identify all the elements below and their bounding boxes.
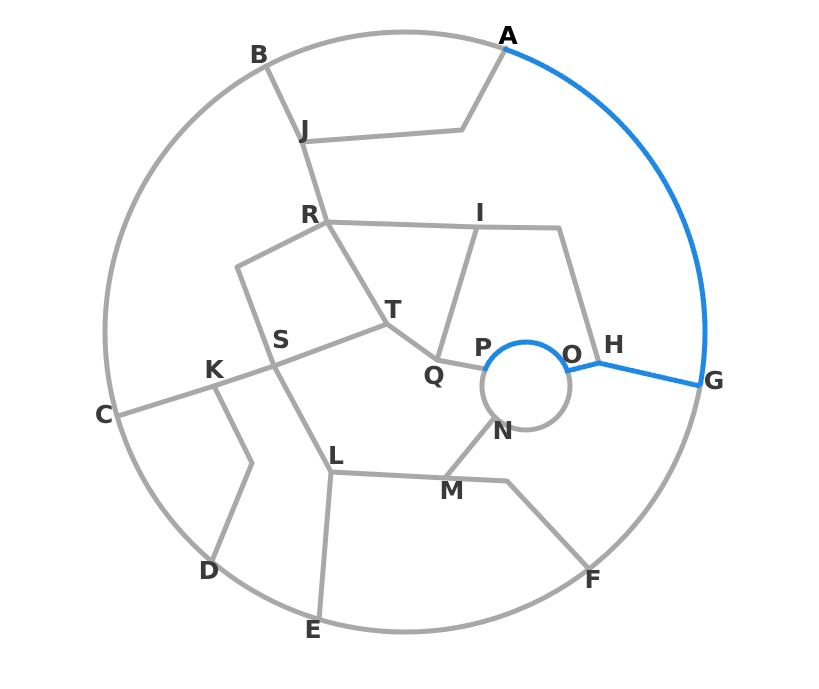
node-label-i: I <box>475 198 484 227</box>
edge-t-s <box>271 321 390 369</box>
node-label-j: J <box>298 115 309 144</box>
edge-i-h <box>474 224 602 366</box>
node-label-s: S <box>272 325 290 354</box>
node-label-b: B <box>249 40 268 69</box>
edge-k-c <box>115 383 217 419</box>
node-label-c: C <box>95 400 113 429</box>
edge-r-s <box>234 219 330 369</box>
node-label-l: L <box>328 441 344 470</box>
node-label-f: F <box>584 565 601 594</box>
edge-b-j <box>263 63 305 145</box>
edge-a-j <box>299 45 509 145</box>
node-label-r: R <box>300 200 319 229</box>
edge-r-t <box>324 219 390 327</box>
node-label-d: D <box>199 556 220 585</box>
edge-r-i <box>324 219 480 230</box>
node-label-g: G <box>704 366 725 395</box>
edges-layer <box>102 29 708 635</box>
node-label-a: A <box>498 21 518 50</box>
highlighted-path-layer <box>482 46 708 389</box>
path-edge-a-g <box>503 46 708 389</box>
edge-k-d <box>209 383 255 564</box>
edge-l-m <box>328 469 448 481</box>
labels-layer: A B C D E F G H I J K L M N O P Q R S T <box>95 21 724 644</box>
edge-t-q <box>384 321 440 363</box>
edge-s-l <box>271 363 334 475</box>
node-label-p: P <box>474 333 492 362</box>
node-label-q: Q <box>423 361 444 390</box>
path-edge-p-o-underlay <box>482 339 570 374</box>
edge-i-q <box>434 224 480 363</box>
node-label-e: E <box>304 615 321 644</box>
node-label-n: N <box>493 416 514 445</box>
edge-l-e <box>316 469 334 623</box>
node-label-k: K <box>204 355 225 384</box>
edge-m-n <box>442 414 498 481</box>
node-label-t: T <box>384 295 401 324</box>
node-label-h: H <box>604 330 625 359</box>
edge-s-k <box>211 363 277 389</box>
path-edge-p-o <box>482 339 570 374</box>
path-edge-h-g <box>596 360 703 389</box>
node-label-o: O <box>561 340 582 369</box>
node-label-m: M <box>440 476 465 505</box>
edge-q-p <box>434 357 488 372</box>
edge-j-r <box>299 139 330 225</box>
path-edge-o-h <box>564 360 602 374</box>
edge-m-f <box>442 475 592 572</box>
